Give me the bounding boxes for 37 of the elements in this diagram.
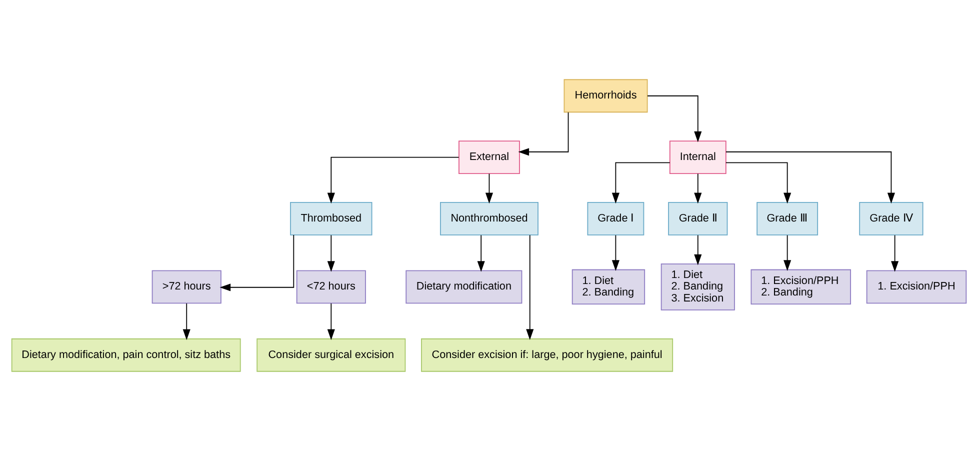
node-box: Consider surgical excision [256, 338, 406, 372]
arrow [182, 302, 190, 340]
node-box: >72 hours [152, 270, 222, 304]
node-box: Grade Ⅰ [587, 202, 644, 235]
node-box: 1. Excision/PPH 2. Banding [750, 268, 851, 304]
arrow [485, 172, 494, 204]
arrow [694, 234, 702, 265]
node-box: Dietary modification [406, 270, 522, 304]
arrow [327, 156, 460, 204]
arrow [647, 94, 702, 142]
node-box: Nonthrombosed [440, 202, 538, 235]
node-box: Internal [669, 140, 726, 174]
arrow [612, 234, 620, 270]
node-box: Grade Ⅳ [859, 202, 924, 235]
arrow [694, 172, 702, 204]
node-box: Grade Ⅱ [668, 202, 728, 235]
node-box: 1. Excision/PPH [866, 270, 967, 304]
node-box: 1. Diet 2. Banding [572, 268, 646, 304]
node-box: 1. Diet 2. Banding 3. Excision [660, 262, 735, 310]
arrow [725, 162, 792, 204]
arrow [327, 302, 335, 340]
arrow [784, 234, 792, 270]
arrow [477, 234, 485, 272]
arrow [518, 111, 569, 156]
node-box: Dietary modification, pain control, sitz baths [11, 338, 241, 372]
node-box: Thrombosed [290, 202, 372, 235]
arrow [327, 234, 335, 272]
node-box: Consider excision if: large, poor hygiene, painful [421, 338, 674, 372]
arrow [526, 234, 534, 340]
node-box: <72 hours [296, 270, 366, 304]
arrow [891, 234, 899, 272]
node-box: Grade Ⅲ [756, 202, 818, 235]
arrow [612, 162, 670, 204]
node-box: External [458, 140, 520, 174]
node-box: Hemorrhoids [564, 78, 648, 112]
arrow [726, 150, 895, 204]
arrow [220, 234, 294, 291]
